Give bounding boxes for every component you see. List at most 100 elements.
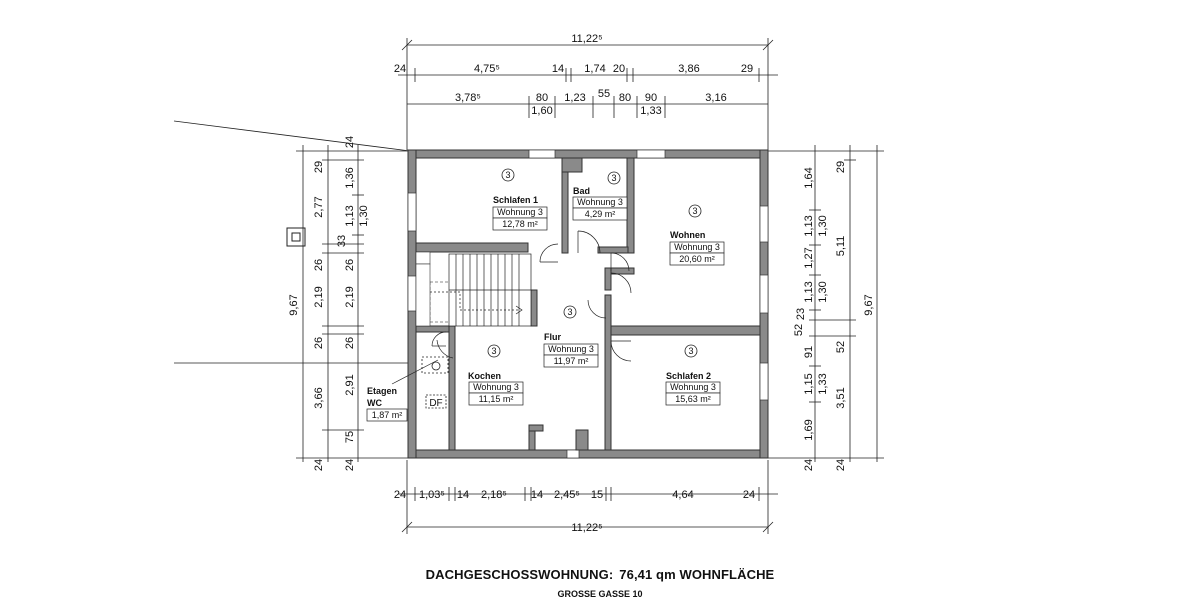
plan-title-label: DACHGESCHOSSWOHNUNG:	[425, 567, 614, 582]
dim-top-r2-0: 3,78⁵	[455, 92, 481, 104]
plan-area: 76,41 qm WOHNFLÄCHE	[619, 567, 775, 582]
dim-left-c1-6: 24	[313, 459, 325, 471]
bottom-dimension-chains: 24 1,03⁵ 14 2,18⁵ 14 2,45⁵ 15 4,64 24 11…	[394, 460, 778, 534]
room-tag: 3	[611, 173, 616, 183]
wc-leader-line	[391, 359, 439, 385]
room-tag: 3	[688, 346, 693, 356]
room-kochen: 3 Kochen Wohnung 3 11,15 m²	[468, 344, 524, 406]
room-area-box	[468, 392, 524, 406]
dim-top-r1-0: 24	[394, 63, 406, 75]
room-area-box	[543, 354, 599, 368]
dim-bottom-7: 4,64	[672, 489, 693, 501]
dim-right-c1-1: 1,13	[803, 215, 815, 236]
room-unit: Wohnung 3	[577, 197, 623, 207]
dim-right-c1-extra-2: 1,33	[817, 373, 829, 394]
df-label: DF	[429, 398, 442, 409]
dim-right-c1-6: 91	[803, 346, 815, 358]
room-unit: Wohnung 3	[674, 242, 720, 252]
dim-bottom-1: 1,03⁵	[419, 489, 445, 501]
dim-left-c2-8: 75	[344, 431, 356, 443]
dim-right-c1-0: 1,64	[803, 167, 815, 188]
dim-left-c1-2: 26	[313, 259, 325, 271]
room-area-box	[669, 252, 725, 266]
room-flur: 3 Flur Wohnung 3 11,97 m²	[543, 305, 599, 368]
right-dimension-chains: 1,64 1,13 1,27 1,13 23 52 91 1,15 1,69 2…	[766, 145, 884, 471]
wc-fixture	[421, 356, 449, 374]
dim-right-c1-8: 1,69	[803, 419, 815, 440]
dim-right-c2-1: 5,11	[835, 236, 847, 257]
dim-left-c1-5: 3,66	[313, 387, 325, 408]
room-unit: Wohnung 3	[548, 344, 594, 354]
dim-left-c2-3: 33	[336, 235, 348, 247]
room-name: Schlafen 1	[493, 195, 538, 205]
dim-left-c2-2: 1,13	[344, 205, 356, 226]
dim-top-r1-5: 3,86	[678, 63, 699, 75]
room-etagen-wc: Etagen WC 1,87 m²	[366, 386, 408, 422]
dim-top-r2-5: 90	[645, 92, 657, 104]
wc-name-line2: WC	[367, 398, 382, 408]
windows	[407, 149, 769, 459]
plan-title: DACHGESCHOSSWOHNUNG: 76,41 qm WOHNFLÄCHE	[0, 567, 1200, 582]
room-tag: 3	[692, 206, 697, 216]
staircase-wall-hatch	[415, 251, 431, 327]
dim-right-c1-3: 1,13	[803, 281, 815, 302]
dim-right-c1-4: 23	[795, 308, 807, 320]
dim-left-c2-5: 2,19	[344, 286, 356, 307]
room-name: Schlafen 2	[666, 371, 711, 381]
dim-right-c1-9: 24	[835, 459, 847, 471]
room-tag: 3	[505, 170, 510, 180]
dim-left-c2-6: 26	[344, 337, 356, 349]
room-area: 4,29 m²	[585, 209, 616, 219]
dim-top-r2-lower-1: 1,33	[640, 105, 661, 117]
room-schlafen-1: 3 Schlafen 1 Wohnung 3 12,78 m²	[492, 168, 548, 231]
dim-right-c2-4: 24	[803, 459, 815, 471]
plan-address: GROSSE GASSE 10	[557, 589, 643, 599]
room-tag-circle	[487, 344, 501, 358]
room-area: 20,60 m²	[679, 254, 715, 264]
dim-bottom-8: 24	[743, 489, 755, 501]
room-bad: 3 Bad Wohnung 3 4,29 m²	[572, 171, 628, 221]
room-tag-circle	[688, 204, 702, 218]
dim-right-c1-extra-0: 1,30	[817, 215, 829, 236]
room-unit: Wohnung 3	[497, 207, 543, 217]
room-tag: 3	[491, 346, 496, 356]
dim-bottom-4: 14	[531, 489, 543, 501]
door-swings	[431, 230, 632, 362]
dim-top-r2-4: 80	[619, 92, 631, 104]
wc-area: 1,87 m²	[372, 410, 403, 420]
room-area: 11,97 m²	[554, 356, 589, 366]
room-area-box	[492, 217, 548, 231]
staircase	[422, 253, 532, 327]
dim-left-c2-4: 26	[344, 259, 356, 271]
dim-bottom-2: 14	[457, 489, 469, 501]
room-name: Flur	[544, 332, 561, 342]
dim-bottom-3: 2,18⁵	[481, 489, 507, 501]
wc-area-box	[366, 408, 408, 422]
dim-top-r1-1: 4,75⁵	[474, 63, 500, 75]
dim-left-c2-0: 24	[344, 136, 356, 148]
site-line-upper	[173, 120, 411, 152]
dim-right-c2-0: 29	[835, 161, 847, 173]
dim-top-r2-2: 1,23	[564, 92, 585, 104]
room-wohnen: 3 Wohnen Wohnung 3 20,60 m²	[669, 204, 725, 266]
dim-left-c2-1: 1,36	[344, 167, 356, 188]
dim-top-r2-6: 3,16	[705, 92, 726, 104]
room-tag-circle	[684, 344, 698, 358]
room-name: Bad	[573, 186, 590, 196]
dim-right-c2-2: 52	[835, 341, 847, 353]
room-area: 12,78 m²	[502, 219, 538, 229]
interior-walls	[415, 157, 761, 451]
dim-right-outer: 9,67	[863, 294, 875, 315]
room-area-box	[665, 392, 721, 406]
dim-left-outer: 9,67	[288, 294, 300, 315]
dim-top-r1-4: 20	[613, 63, 625, 75]
dim-bottom-5: 2,45⁵	[554, 489, 580, 501]
dim-top-r1-2: 14	[552, 63, 564, 75]
room-unit: Wohnung 3	[473, 382, 519, 392]
dim-right-c2-3: 3,51	[835, 387, 847, 408]
dim-right-c1-5: 52	[793, 324, 805, 336]
room-tag-circle	[607, 171, 621, 185]
dim-right-c1-2: 1,27	[803, 247, 815, 268]
room-unit: Wohnung 3	[670, 382, 716, 392]
